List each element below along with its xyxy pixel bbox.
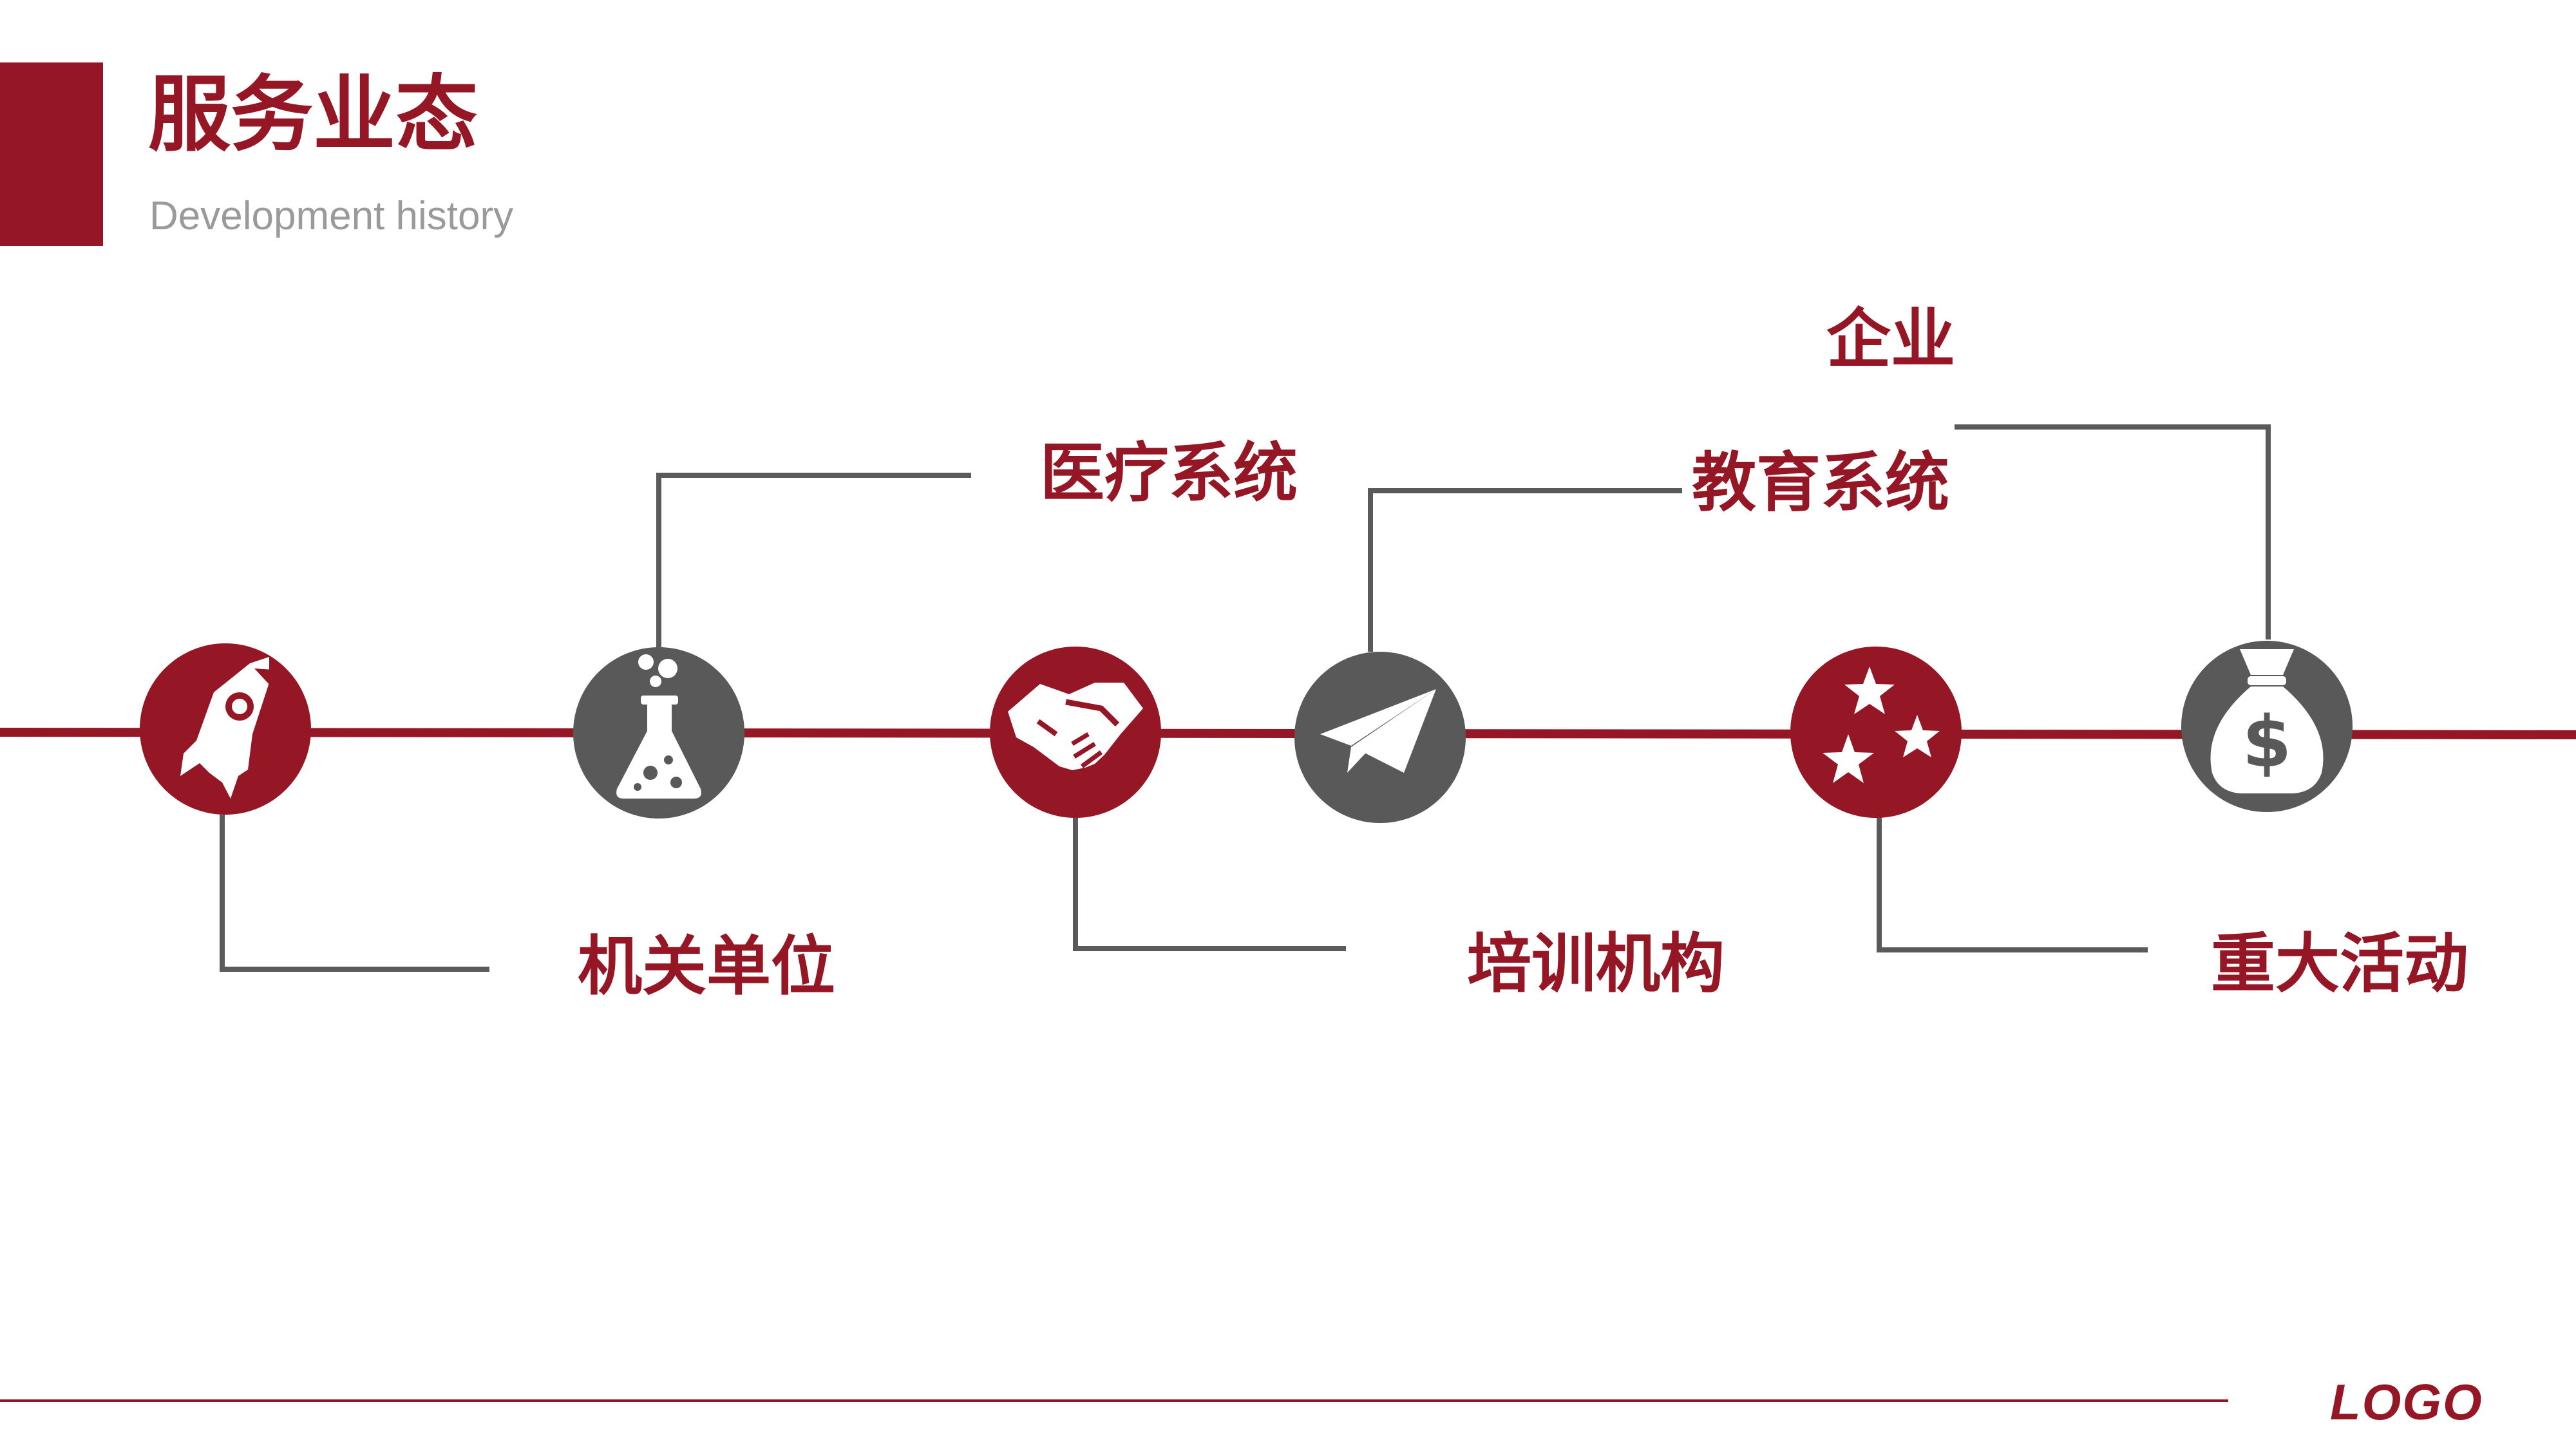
connector-zhongda [1877, 815, 2148, 952]
footer-divider [0, 1399, 2228, 1402]
rocket-icon [180, 657, 274, 799]
label-qiye: 企业 [1826, 301, 1955, 377]
timeline-node-peixun [990, 647, 1161, 818]
connector-jiaoyu [1368, 488, 1682, 652]
label-jiguan: 机关单位 [578, 929, 835, 1004]
timeline-node-jiguan [140, 643, 311, 815]
handshake-icon [1008, 683, 1143, 770]
connector-qiye [1955, 424, 2271, 639]
connector-jiguan [220, 815, 489, 972]
money-bag-icon: $ [2210, 649, 2324, 793]
timeline-node-yiliao [573, 647, 744, 819]
label-peixun: 培训机构 [1467, 926, 1725, 1001]
svg-text:$: $ [2242, 701, 2292, 783]
label-yiliao: 医疗系统 [1040, 435, 1298, 511]
label-zhongda: 重大活动 [2211, 926, 2468, 1001]
label-jiaoyu: 教育系统 [1692, 445, 1949, 520]
paper-plane-icon [1320, 689, 1436, 773]
timeline-node-zhongda [1790, 647, 1962, 818]
footer-logo: LOGO [2330, 1374, 2483, 1430]
timeline-node-qiye: $ [2181, 641, 2353, 812]
stars-icon [1823, 667, 1940, 783]
flask-icon [616, 654, 701, 799]
page-subtitle: Development history [149, 194, 514, 238]
connector-yiliao [656, 473, 971, 647]
timeline-axis [0, 728, 2576, 739]
connector-peixun [1073, 815, 1346, 951]
header-accent-block [0, 62, 103, 246]
page-title: 服务业态 [148, 67, 478, 163]
timeline-connectors [220, 424, 2271, 972]
timeline-node-jiaoyu [1294, 652, 1466, 823]
